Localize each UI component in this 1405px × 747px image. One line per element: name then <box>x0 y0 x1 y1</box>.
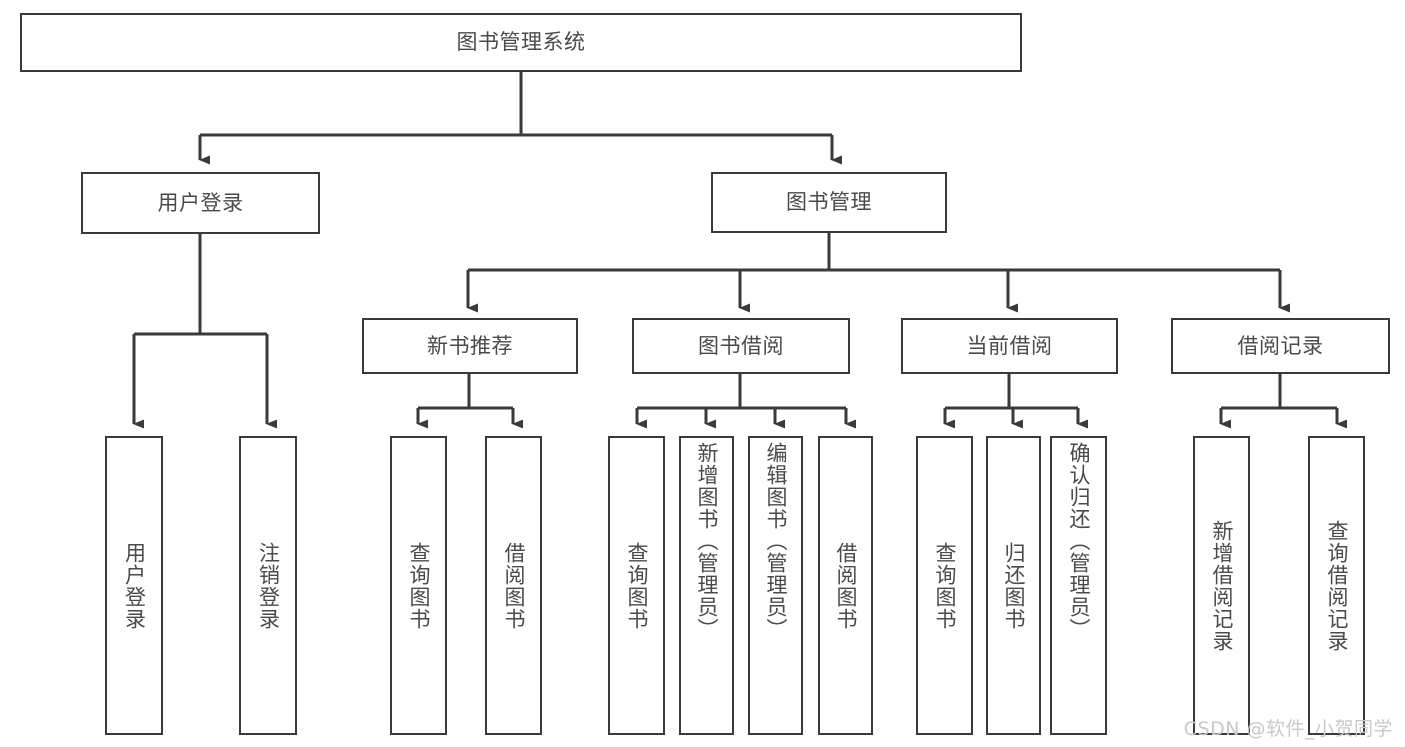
leaf-user-login-logout-label: 注销登录 <box>256 541 281 630</box>
leaf-recommend-query-book[interactable]: 查询图书 <box>390 436 447 735</box>
leaf-recommend-borrow-book-label: 借阅图书 <box>502 541 526 630</box>
leaf-borrow-add-book-label: 新增图书（管理员） <box>695 442 719 640</box>
leaf-recommend-borrow-book[interactable]: 借阅图书 <box>485 436 542 735</box>
node-root-system-label: 图书管理系统 <box>456 30 586 55</box>
node-current-borrow-label: 当前借阅 <box>966 333 1053 358</box>
node-new-book-recommend-label: 新书推荐 <box>427 333 513 358</box>
leaf-current-return-book[interactable]: 归还图书 <box>986 436 1041 735</box>
node-current-borrow[interactable]: 当前借阅 <box>901 318 1118 374</box>
leaf-borrow-borrow-book-label: 借阅图书 <box>834 541 858 630</box>
leaf-borrow-add-book[interactable]: 新增图书（管理员） <box>679 436 734 735</box>
node-new-book-recommend[interactable]: 新书推荐 <box>362 318 578 374</box>
node-borrow-record[interactable]: 借阅记录 <box>1171 318 1390 374</box>
leaf-current-confirm-return-label: 确认归还（管理员） <box>1067 442 1091 640</box>
leaf-record-query-record[interactable]: 查询借阅记录 <box>1308 436 1365 735</box>
node-book-management-label: 图书管理 <box>786 190 872 215</box>
leaf-record-query-record-label: 查询借阅记录 <box>1325 519 1349 652</box>
leaf-current-confirm-return[interactable]: 确认归还（管理员） <box>1050 436 1107 735</box>
leaf-current-return-book-label: 归还图书 <box>1002 541 1026 630</box>
node-book-borrow-label: 图书借阅 <box>698 333 784 358</box>
leaf-borrow-edit-book[interactable]: 编辑图书（管理员） <box>748 436 803 735</box>
leaf-borrow-borrow-book[interactable]: 借阅图书 <box>818 436 873 735</box>
node-root-system[interactable]: 图书管理系统 <box>20 13 1022 72</box>
leaf-current-query-book[interactable]: 查询图书 <box>916 436 973 735</box>
leaf-record-add-record-label: 新增借阅记录 <box>1210 519 1234 652</box>
node-user-login-label: 用户登录 <box>157 190 244 215</box>
leaf-recommend-query-book-label: 查询图书 <box>407 541 431 630</box>
leaf-borrow-query-book-label: 查询图书 <box>625 541 649 630</box>
leaf-record-add-record[interactable]: 新增借阅记录 <box>1193 436 1250 735</box>
leaf-current-query-book-label: 查询图书 <box>933 541 957 630</box>
leaf-borrow-query-book[interactable]: 查询图书 <box>608 436 665 735</box>
leaf-borrow-edit-book-label: 编辑图书（管理员） <box>764 442 788 640</box>
node-book-borrow[interactable]: 图书借阅 <box>632 318 850 374</box>
csdn-watermark: CSDN @软件_小贺同学 <box>1183 718 1393 740</box>
node-user-login[interactable]: 用户登录 <box>81 172 320 234</box>
leaf-user-login-login[interactable]: 用户登录 <box>105 436 163 735</box>
node-borrow-record-label: 借阅记录 <box>1237 333 1324 358</box>
leaf-user-login-logout[interactable]: 注销登录 <box>239 436 297 735</box>
node-book-management[interactable]: 图书管理 <box>711 172 947 233</box>
leaf-user-login-login-label: 用户登录 <box>122 541 147 630</box>
